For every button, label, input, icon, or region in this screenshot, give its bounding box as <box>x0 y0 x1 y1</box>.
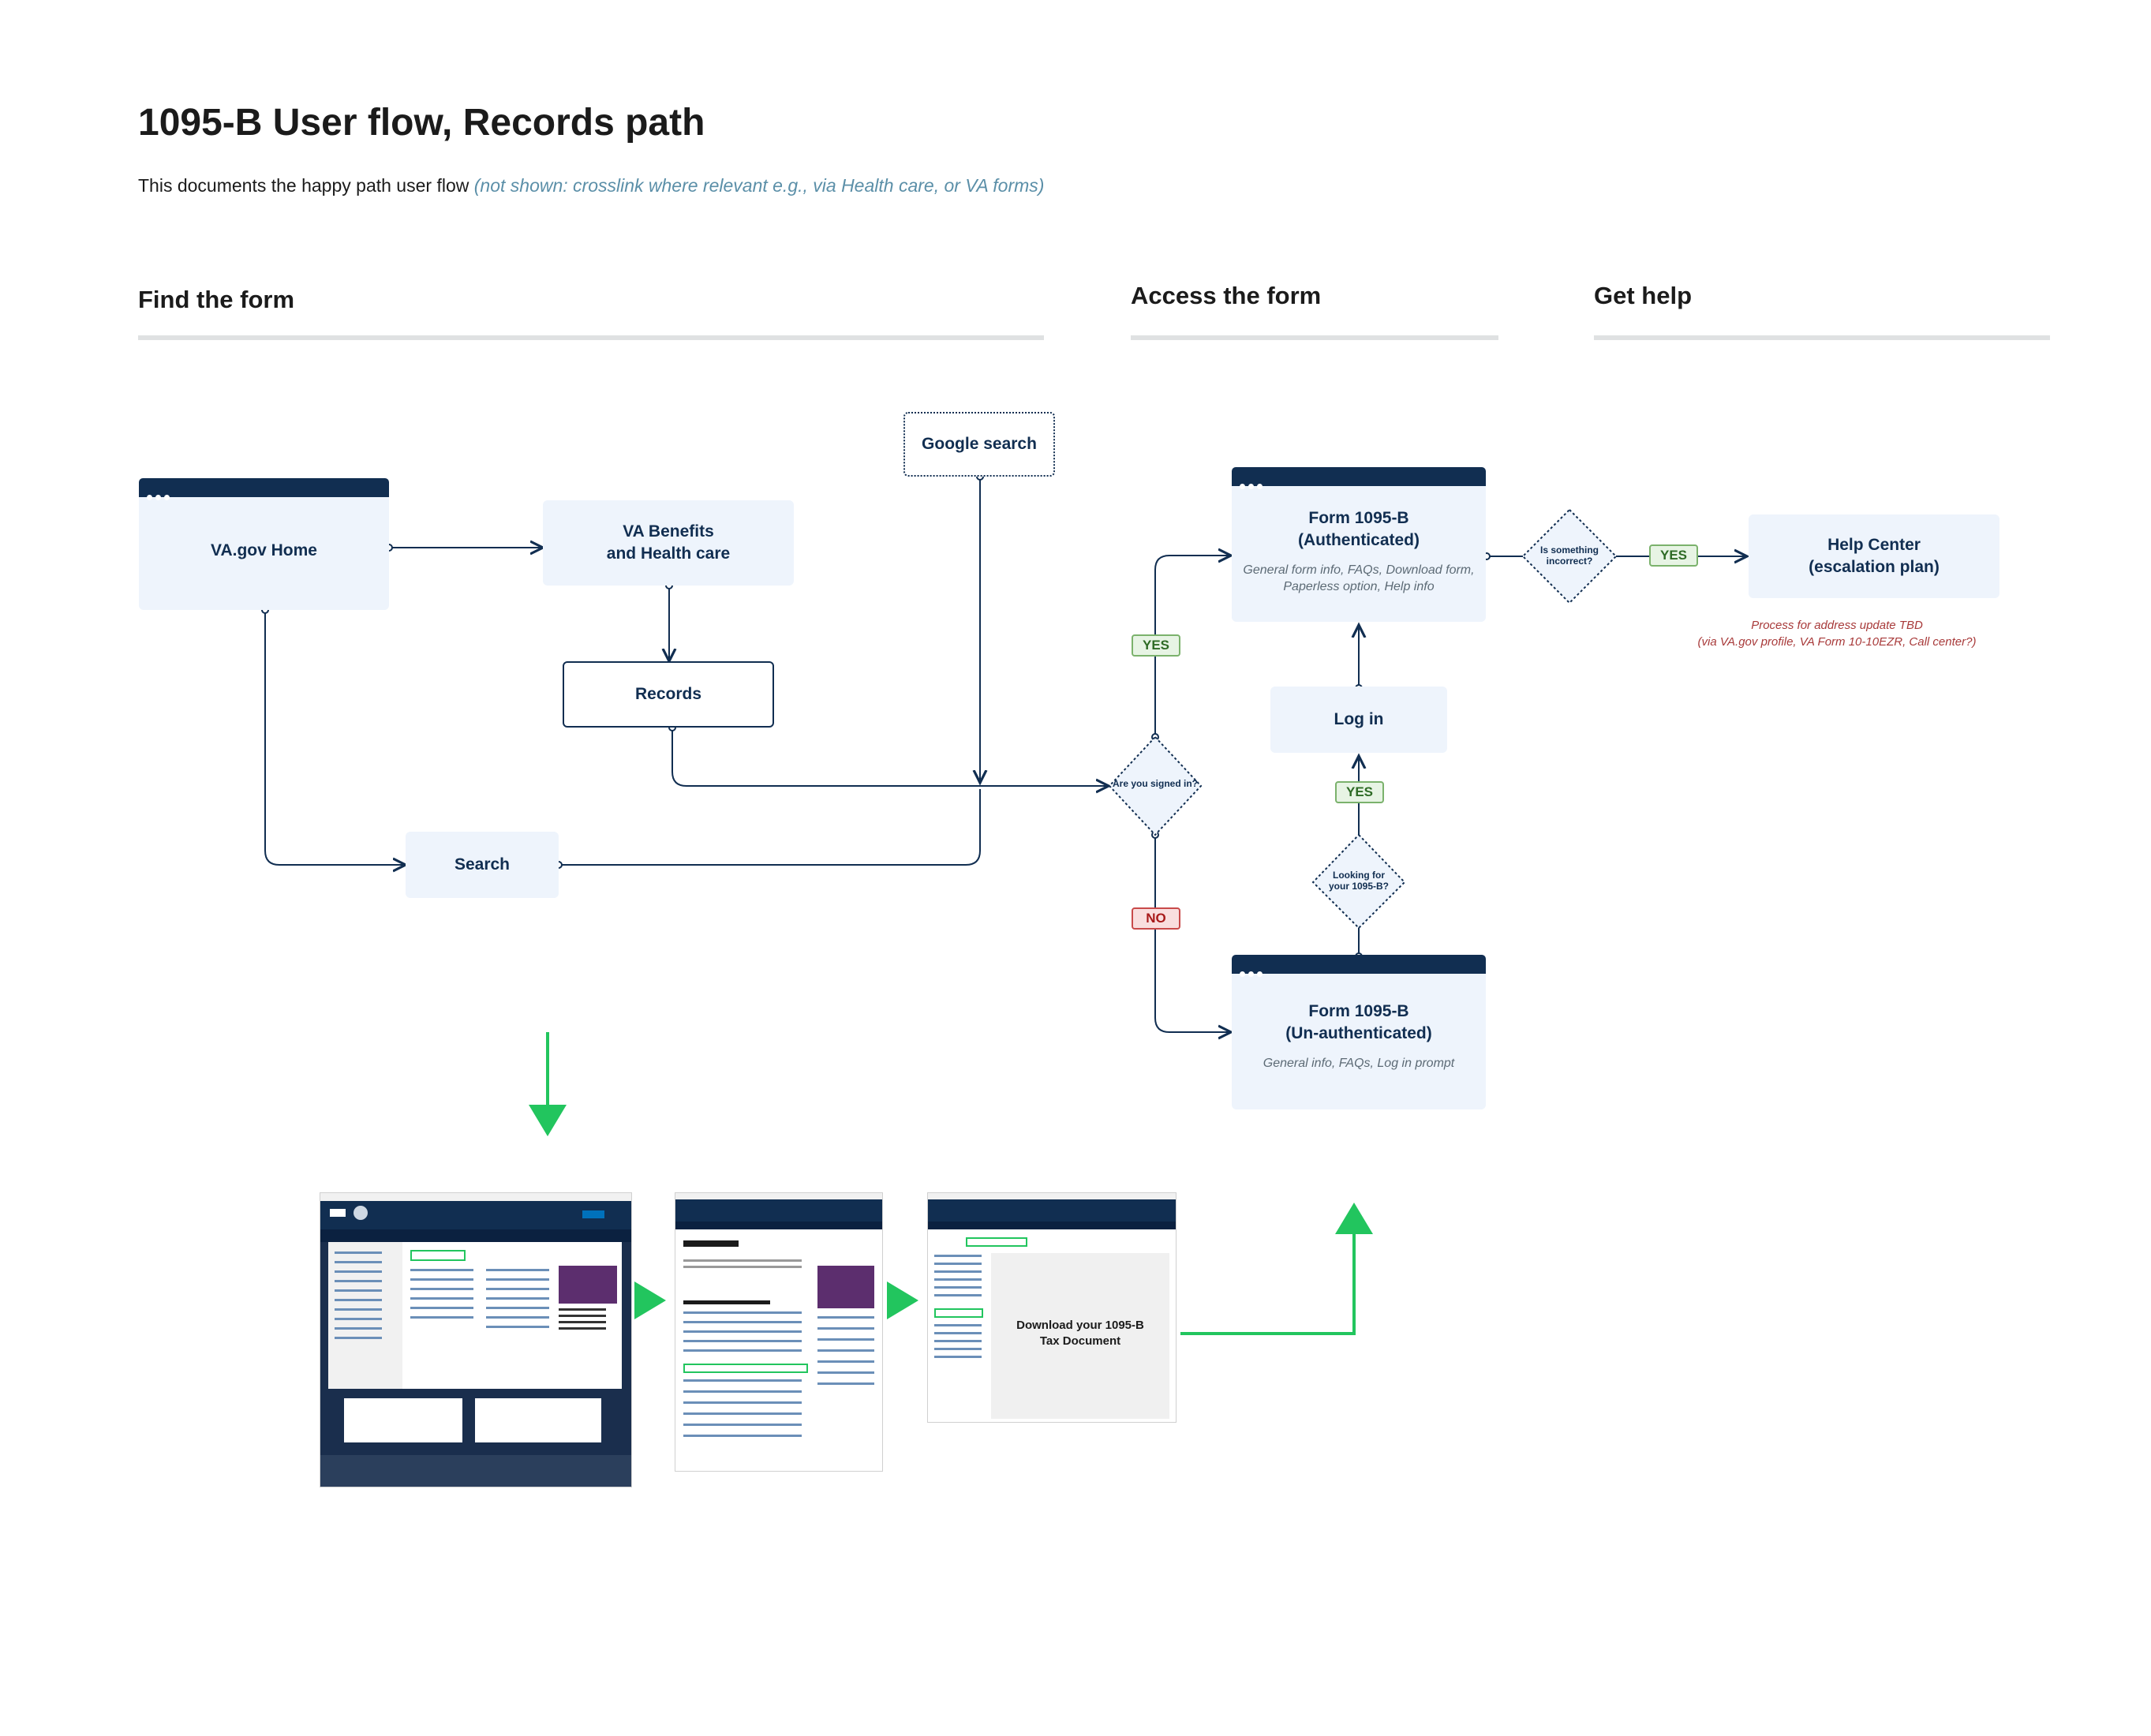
download-title-line2: Tax Document <box>1039 1334 1121 1349</box>
mega-menu-panel <box>328 1242 622 1389</box>
no-badge-signed-in: NO <box>1132 907 1180 930</box>
help-note-line1: Process for address update TBD <box>1751 619 1923 632</box>
decision-signed-in-label: Are you signed in? <box>1112 778 1198 789</box>
node-va-benefits: VA Benefits and Health care <box>543 500 794 586</box>
va-nav-menu <box>320 1229 631 1242</box>
node-records: Records <box>563 661 774 728</box>
browser-bar <box>139 478 389 500</box>
decision-looking-line1: Looking for <box>1333 870 1385 881</box>
va-header <box>675 1199 882 1222</box>
node-form-unauth-line1: Form 1095-B <box>1308 1001 1409 1020</box>
gov-banner <box>320 1193 631 1201</box>
decision-incorrect-line1: Is something <box>1539 544 1599 556</box>
node-va-benefits-line2: and Health care <box>606 544 731 563</box>
green-arrow-up-to-form <box>1180 1203 1373 1335</box>
node-form-auth-sub-line2: Paperless option, Help info <box>1283 580 1435 594</box>
subtitle-note: (not shown: crosslink where relevant e.g… <box>473 175 1045 196</box>
yes-badge-incorrect: YES <box>1649 544 1698 567</box>
node-va-home-label: VA.gov Home <box>211 541 317 560</box>
node-form-auth-sub-line1: General form info, FAQs, Download form, <box>1243 563 1475 577</box>
yes-badge-signed-in: YES <box>1132 634 1180 657</box>
section-access-heading: Access the form <box>1131 282 1322 309</box>
browser-bar <box>1232 955 1486 977</box>
screenshot-va-home-menu <box>320 1193 631 1487</box>
section-access-rule <box>1131 335 1498 340</box>
node-help-center-line2: (escalation plan) <box>1809 558 1940 576</box>
node-records-label: Records <box>634 684 702 703</box>
va-header <box>320 1201 631 1229</box>
help-note-line2: (via VA.gov profile, VA Form 10-10EZR, C… <box>1697 635 1977 649</box>
yes-badge-looking: YES <box>1335 781 1384 803</box>
help-center-note: Process for address update TBD (via VA.g… <box>1695 617 1979 650</box>
page-title: 1095-B User flow, Records path <box>138 102 705 144</box>
node-google-search: Google search <box>903 412 1055 477</box>
node-va-benefits-line1: VA Benefits <box>623 522 714 541</box>
node-google-search-label: Google search <box>922 434 1037 453</box>
decision-incorrect-label: Is something incorrect? <box>1524 544 1614 567</box>
node-form-auth-sub: General form info, FAQs, Download form, … <box>1243 562 1474 596</box>
section-help-heading: Get help <box>1594 282 1693 309</box>
download-title: Download your 1095-B Tax Document <box>991 1318 1169 1350</box>
screenshot-va-records <box>675 1193 882 1471</box>
node-login-label: Log in <box>1334 709 1384 728</box>
decision-looking-line2: your 1095-B? <box>1328 881 1390 892</box>
node-form-auth-line1: Form 1095-B <box>1308 509 1409 528</box>
decision-incorrect-diamond <box>1521 508 1618 604</box>
node-help-center: Help Center (escalation plan) <box>1749 514 1999 598</box>
download-content-area: Download your 1095-B Tax Document <box>991 1253 1169 1419</box>
download-title-line1: Download your 1095-B <box>1016 1319 1144 1332</box>
node-form-unauth-line2: (Un-authenticated) <box>1285 1024 1432 1043</box>
connector-home-search <box>264 610 406 865</box>
node-login: Log in <box>1270 687 1447 753</box>
decision-looking-label: Looking for your 1095-B? <box>1313 870 1405 892</box>
node-search-label: Search <box>454 855 511 874</box>
node-help-center-line1: Help Center <box>1827 535 1921 554</box>
section-find-heading: Find the form <box>138 286 295 313</box>
decision-signed-in-diamond <box>1108 735 1203 836</box>
browser-bar <box>1232 467 1486 489</box>
node-form-unauthenticated: Form 1095-B (Un-authenticated) General i… <box>1232 955 1486 1109</box>
connector-search-merge <box>559 789 981 866</box>
node-form-auth-line2: (Authenticated) <box>1298 531 1420 550</box>
subtitle-main: This documents the happy path user flow <box>138 175 469 196</box>
decision-looking-diamond <box>1311 833 1406 930</box>
page-subtitle: This documents the happy path user flow … <box>138 175 1044 196</box>
screenshot-download-1095b: Download your 1095-B Tax Document <box>928 1193 1176 1422</box>
node-form-authenticated: Form 1095-B (Authenticated) General form… <box>1232 467 1486 622</box>
decision-incorrect-line2: incorrect? <box>1546 556 1593 567</box>
node-search: Search <box>406 832 559 898</box>
people-photo-strip <box>320 1455 631 1487</box>
connector-signed-unauth <box>1154 835 1231 1032</box>
section-help-rule <box>1594 335 2050 340</box>
node-va-home: VA.gov Home <box>139 478 389 610</box>
connector-signed-auth <box>1154 556 1231 737</box>
section-find-rule <box>138 335 1044 340</box>
node-form-unauth-sub: General info, FAQs, Log in prompt <box>1263 1056 1455 1070</box>
va-header <box>928 1199 1176 1222</box>
connector-records-signed <box>671 728 1109 786</box>
